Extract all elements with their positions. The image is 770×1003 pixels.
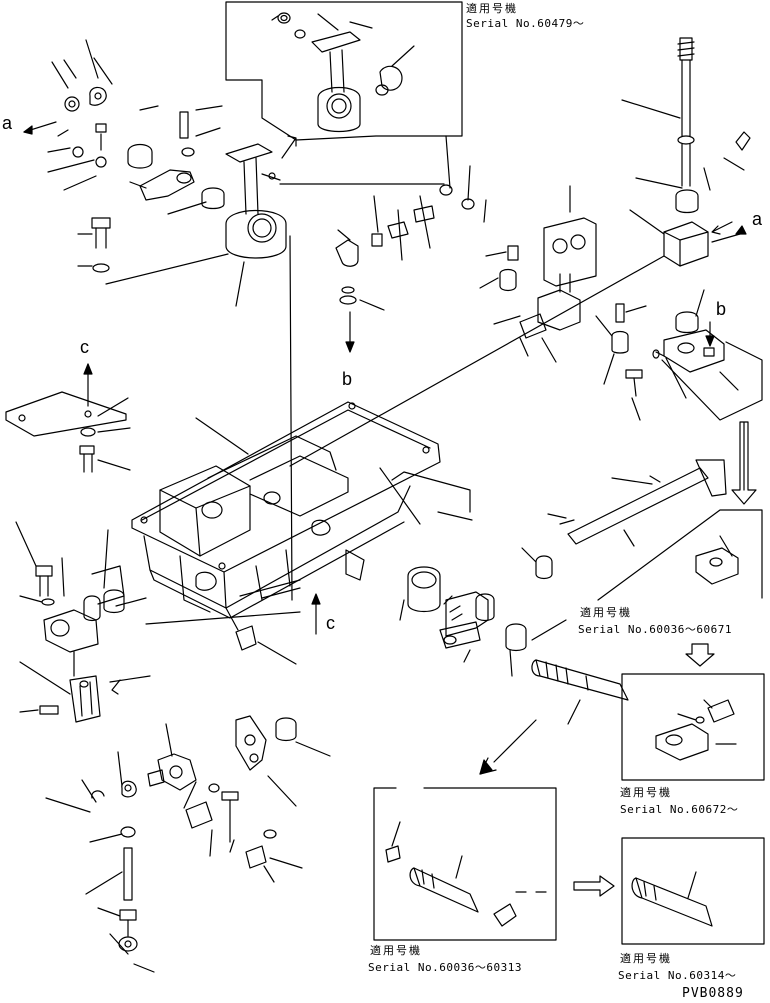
view-letter-c-bottom: c — [326, 613, 335, 633]
view-letter-b-middle: b — [342, 369, 353, 389]
view-letter-b-right: b — [716, 299, 727, 319]
lower-left-lever — [15, 521, 151, 723]
serial-label-top: Serial No.60479～ — [466, 17, 585, 30]
view-letter-c-left: c — [80, 337, 89, 357]
inset-frame-bottom-right — [573, 837, 765, 945]
long-shaft-right — [521, 421, 763, 601]
elbow-fitting-group — [335, 135, 487, 353]
lower-left-rod-group — [45, 715, 331, 973]
pivot-lever — [225, 143, 445, 601]
view-letter-a-left: a — [2, 113, 13, 133]
upper-left-linkage — [23, 39, 225, 215]
applicable-label-top: 適用号機 — [466, 2, 518, 15]
inset-frame-bottom-middle — [373, 787, 557, 941]
shift-lever-assembly — [289, 37, 751, 467]
applicable-label-bottom-right: 適用号機 — [620, 952, 672, 965]
inset-frame-top — [225, 1, 463, 141]
inset-arrow — [281, 135, 297, 159]
applicable-label-right-lower: 適用号機 — [620, 786, 672, 799]
spline-shaft-main — [479, 659, 629, 775]
left-bolt-group — [77, 217, 229, 285]
cover-plate-c — [5, 363, 131, 473]
right-lever-b — [625, 321, 763, 421]
serial-label-bottom-middle: Serial No.60036～60313 — [368, 961, 522, 974]
applicable-label-bottom-middle: 適用号機 — [370, 944, 422, 957]
applicable-label-right-middle: 適用号機 — [580, 606, 632, 619]
select-shaft — [479, 185, 647, 385]
gear-and-bearings — [399, 566, 567, 677]
serial-label-bottom-right: Serial No.60314～ — [618, 969, 737, 982]
gearbox-case — [131, 401, 473, 665]
inset-frame-right-lower — [621, 643, 765, 781]
serial-label-right-middle: Serial No.60036～60671 — [578, 623, 732, 636]
view-letter-a-right: a — [752, 209, 763, 229]
drawing-code: PVB0889 — [682, 986, 744, 1001]
serial-label-right-lower: Serial No.60672～ — [620, 803, 739, 816]
